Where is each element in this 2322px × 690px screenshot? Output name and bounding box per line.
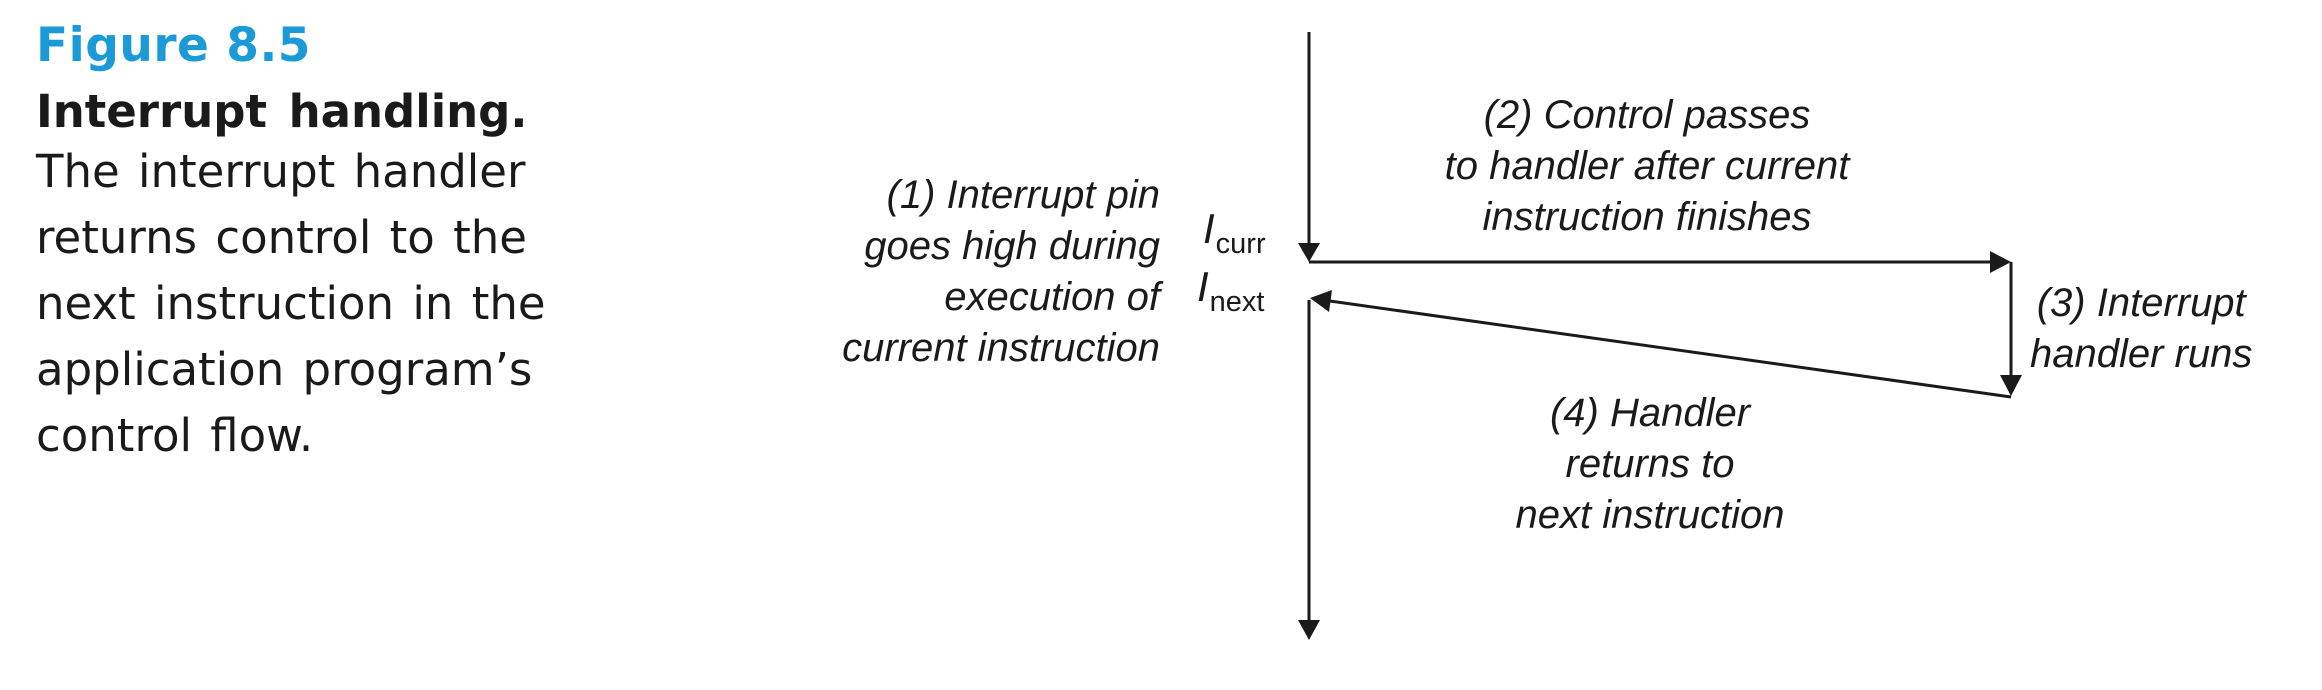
figure-description: The interrupt handler returns control to… bbox=[36, 139, 596, 469]
arrowhead-icurr bbox=[1298, 243, 1320, 262]
instruction-next-symbol: I bbox=[1197, 263, 1209, 310]
arrowhead-return bbox=[1310, 290, 1332, 312]
return-line bbox=[1329, 299, 2012, 399]
instruction-curr: Icurr bbox=[1203, 205, 1266, 260]
description-line: The interrupt handler bbox=[36, 145, 526, 198]
step4-label: (4) Handler returns to next instruction bbox=[1515, 391, 1785, 537]
step3-label: (3) Interrupt handler runs bbox=[2030, 281, 2253, 376]
instruction-next-subscript: next bbox=[1209, 286, 1265, 318]
figure-number: Figure 8.5 bbox=[36, 18, 311, 73]
description-line: returns control to the bbox=[36, 211, 527, 264]
step2-label: (2) Control passes to handler after curr… bbox=[1444, 93, 1850, 239]
instruction-curr-symbol: I bbox=[1203, 205, 1215, 252]
arrowhead-continue bbox=[1298, 620, 1320, 640]
figure-title: Interrupt handling. bbox=[36, 85, 528, 138]
figure-caption: Figure 8.5 Interrupt handling. The inter… bbox=[36, 22, 596, 469]
description-line: control flow. bbox=[36, 409, 314, 462]
arrowhead-handler-runs bbox=[2000, 375, 2022, 396]
description-line: application program’s bbox=[36, 343, 533, 396]
step1-label: (1) Interrupt pin goes high during execu… bbox=[842, 173, 1160, 370]
arrowhead-to-handler bbox=[1990, 251, 2011, 273]
description-line: next instruction in the bbox=[36, 277, 546, 330]
instruction-next: Inext bbox=[1197, 263, 1265, 318]
instruction-curr-subscript: curr bbox=[1215, 228, 1266, 260]
